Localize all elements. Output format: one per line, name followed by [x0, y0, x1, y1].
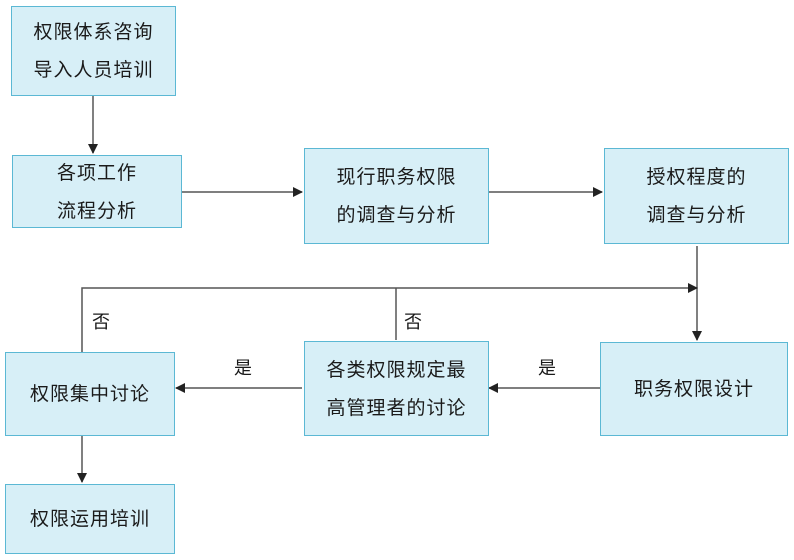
label-yes-centralized: 是	[234, 358, 252, 379]
node-top-management-discussion: 各类权限规定最 高管理者的讨论	[304, 341, 489, 436]
node-centralized-discussion: 权限集中讨论	[5, 352, 175, 436]
node-centralized-discussion-line1: 权限集中讨论	[29, 383, 150, 405]
node-current-authority-survey-line1: 现行职务权限	[336, 166, 457, 188]
node-application-training: 权限运用培训	[5, 484, 175, 554]
node-application-training-line1: 权限运用培训	[29, 508, 150, 530]
node-authority-design: 职务权限设计	[600, 342, 788, 436]
node-training-consultants: 权限体系咨询 导入人员培训	[11, 6, 176, 96]
node-authorization-degree-survey: 授权程度的 调查与分析	[604, 148, 789, 244]
node-authorization-degree-survey-line1: 授权程度的	[646, 166, 747, 188]
node-training-consultants-line1: 权限体系咨询	[33, 21, 154, 43]
node-workflow-analysis: 各项工作 流程分析	[12, 155, 182, 228]
node-authority-design-line1: 职务权限设计	[633, 378, 754, 400]
node-top-management-discussion-line1: 各类权限规定最	[326, 358, 467, 381]
node-current-authority-survey: 现行职务权限 的调查与分析	[304, 148, 489, 244]
label-no-centralized: 否	[92, 312, 110, 333]
node-training-consultants-line2: 导入人员培训	[33, 59, 154, 81]
node-authorization-degree-survey-line2: 调查与分析	[646, 204, 747, 226]
node-workflow-analysis-line1: 各项工作	[56, 161, 137, 184]
label-no-top-management: 否	[404, 312, 422, 333]
label-yes-top-management: 是	[538, 358, 556, 379]
node-top-management-discussion-line2: 高管理者的讨论	[326, 396, 467, 419]
edge-centralized-no-loop	[81, 283, 698, 352]
node-current-authority-survey-line2: 的调查与分析	[336, 204, 457, 226]
node-workflow-analysis-line2: 流程分析	[56, 199, 137, 222]
